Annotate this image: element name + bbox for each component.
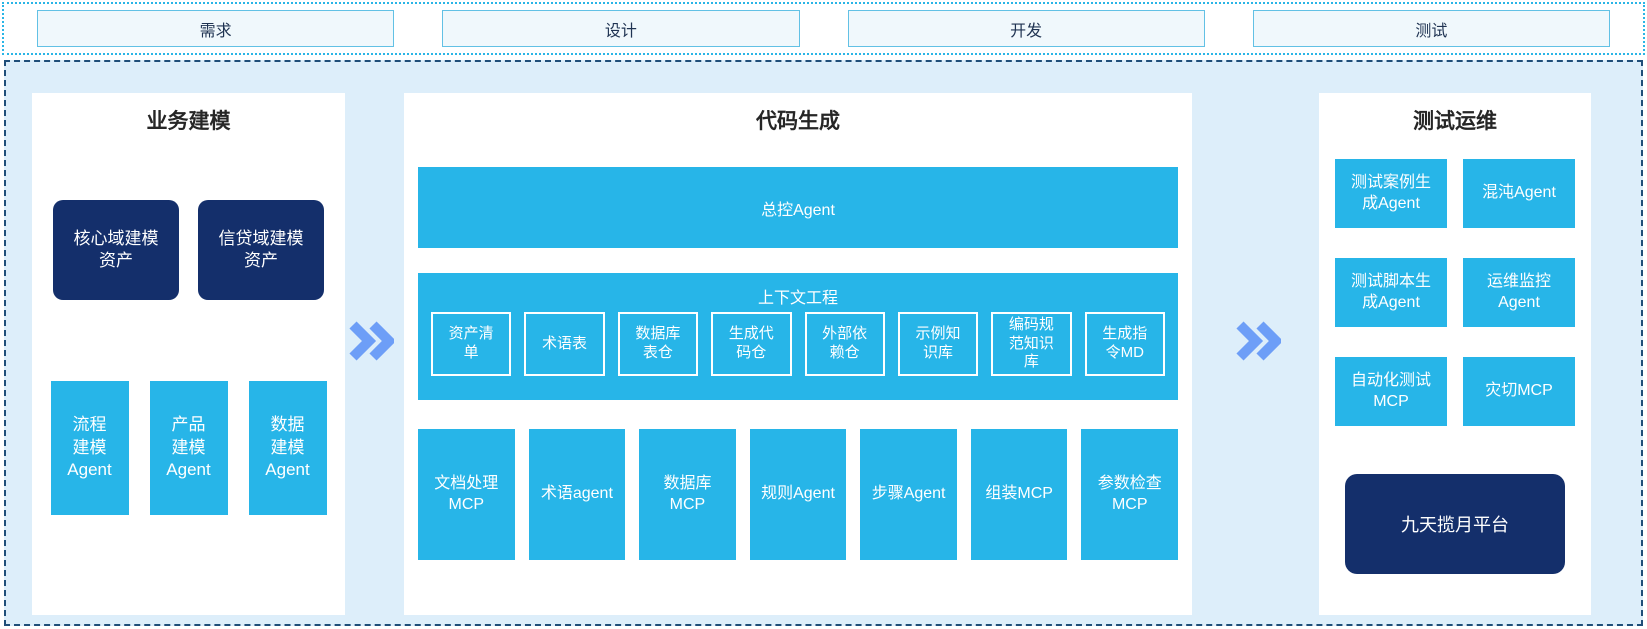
panel-test-ops: 测试运维 测试案例生 成Agent 混沌Agent 测试脚本生 成Agent 运…	[1319, 93, 1591, 615]
platform-row: 九天揽月平台	[1335, 474, 1575, 574]
node-test-case-gen-agent: 测试案例生 成Agent	[1335, 159, 1447, 228]
stage-development: 开发	[847, 10, 1205, 47]
stage-testing: 测试	[1252, 10, 1610, 47]
node-generated-code-repo: 生成代 码仓	[711, 312, 792, 376]
panel-business-modeling: 业务建模 核心域建模 资产 信贷域建模 资产 流程 建模 Agent 产品 建模…	[32, 93, 345, 615]
agent-row: 流程 建模 Agent 产品 建模 Agent 数据 建模 Agent	[32, 381, 345, 515]
node-product-modeling-agent: 产品 建模 Agent	[149, 381, 228, 515]
node-chaos-agent: 混沌Agent	[1463, 159, 1575, 228]
node-asset-list: 资产清 单	[431, 312, 512, 376]
node-doc-processing-mcp: 文档处理 MCP	[418, 429, 515, 560]
stage-design: 设计	[442, 10, 800, 47]
flow-arrow-1	[341, 320, 401, 362]
panel-title: 测试运维	[1413, 110, 1497, 133]
node-automated-test-mcp: 自动化测试 MCP	[1335, 357, 1447, 426]
node-coding-standard-kb: 编码规 范知识 库	[991, 312, 1072, 376]
node-db-table-repo: 数据库 表仓	[617, 312, 699, 376]
node-assembly-mcp: 组装MCP	[970, 429, 1068, 560]
panel-title: 代码生成	[756, 110, 840, 133]
architecture-container: 业务建模 核心域建模 资产 信贷域建模 资产 流程 建模 Agent 产品 建模…	[4, 60, 1643, 626]
node-database-mcp: 数据库 MCP	[639, 429, 736, 560]
node-credit-domain-assets: 信贷域建模 资产	[198, 200, 324, 300]
panel-title: 业务建模	[146, 110, 231, 133]
node-data-modeling-agent: 数据 建模 Agent	[248, 381, 327, 515]
lifecycle-strip: 需求 设计 开发 测试	[2, 2, 1645, 55]
flow-arrow-2	[1228, 320, 1288, 362]
node-master-agent: 总控Agent	[418, 167, 1178, 248]
node-disaster-switch-mcp: 灾切MCP	[1463, 357, 1575, 426]
node-process-modeling-agent: 流程 建模 Agent	[50, 381, 129, 515]
node-external-deps-repo: 外部依 赖仓	[804, 312, 885, 376]
double-chevron-right-icon	[349, 321, 394, 361]
stage-label: 需求	[199, 22, 232, 40]
node-glossary-agent: 术语agent	[528, 429, 626, 560]
node-example-knowledge-base: 示例知 识库	[897, 312, 979, 376]
node-jiutian-lanyue-platform: 九天揽月平台	[1345, 474, 1565, 574]
node-step-agent: 步骤Agent	[860, 429, 957, 560]
context-items-row: 资产清 单 术语表 数据库 表仓 生成代 码仓 外部依 赖仓 示例知 识库 编码…	[431, 312, 1165, 376]
node-generation-instruction-md: 生成指 令MD	[1084, 312, 1165, 376]
asset-row: 核心域建模 资产 信贷域建模 资产	[32, 200, 345, 300]
double-chevron-right-icon	[1236, 321, 1281, 361]
stage-label: 设计	[604, 22, 637, 40]
node-core-domain-assets: 核心域建模 资产	[53, 200, 179, 300]
test-ops-grid: 测试案例生 成Agent 混沌Agent 测试脚本生 成Agent 运维监控 A…	[1335, 159, 1575, 426]
stage-label: 测试	[1415, 22, 1448, 40]
context-engineering-box: 上下文工程 资产清 单 术语表 数据库 表仓 生成代 码仓 外部依 赖仓 示例知…	[418, 273, 1178, 400]
node-test-script-gen-agent: 测试脚本生 成Agent	[1335, 258, 1447, 327]
node-ops-monitoring-agent: 运维监控 Agent	[1463, 258, 1575, 327]
node-rule-agent: 规则Agent	[749, 429, 847, 560]
panel-code-generation: 代码生成 总控Agent 上下文工程 资产清 单 术语表 数据库 表仓 生成代 …	[404, 93, 1192, 615]
stage-requirements: 需求	[37, 10, 395, 47]
node-param-check-mcp: 参数检查 MCP	[1081, 429, 1179, 560]
stage-label: 开发	[1010, 22, 1043, 40]
context-engineering-title: 上下文工程	[757, 290, 838, 307]
node-glossary: 术语表	[524, 312, 605, 376]
mcp-agents-row: 文档处理 MCP 术语agent 数据库 MCP 规则Agent 步骤Agent…	[418, 429, 1179, 560]
